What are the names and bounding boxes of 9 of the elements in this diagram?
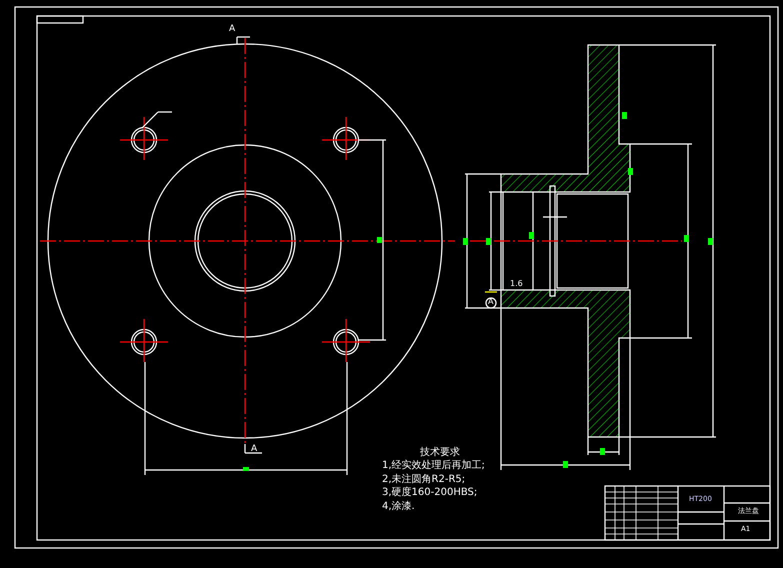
notes-heading: 技术要求 — [420, 448, 460, 458]
section-label: A — [229, 25, 236, 34]
roughness-label: 1.6 — [510, 280, 523, 288]
section-label: A — [488, 298, 494, 306]
note-text: 2,未注圆角R2-R5; — [382, 475, 466, 485]
note-text: 3,硬度160-200HBS; — [382, 488, 478, 498]
note-text: 1,经实效处理后再加工; — [382, 461, 485, 471]
note-text: 4,涂漆. — [382, 502, 415, 512]
section-label: A — [251, 445, 258, 454]
